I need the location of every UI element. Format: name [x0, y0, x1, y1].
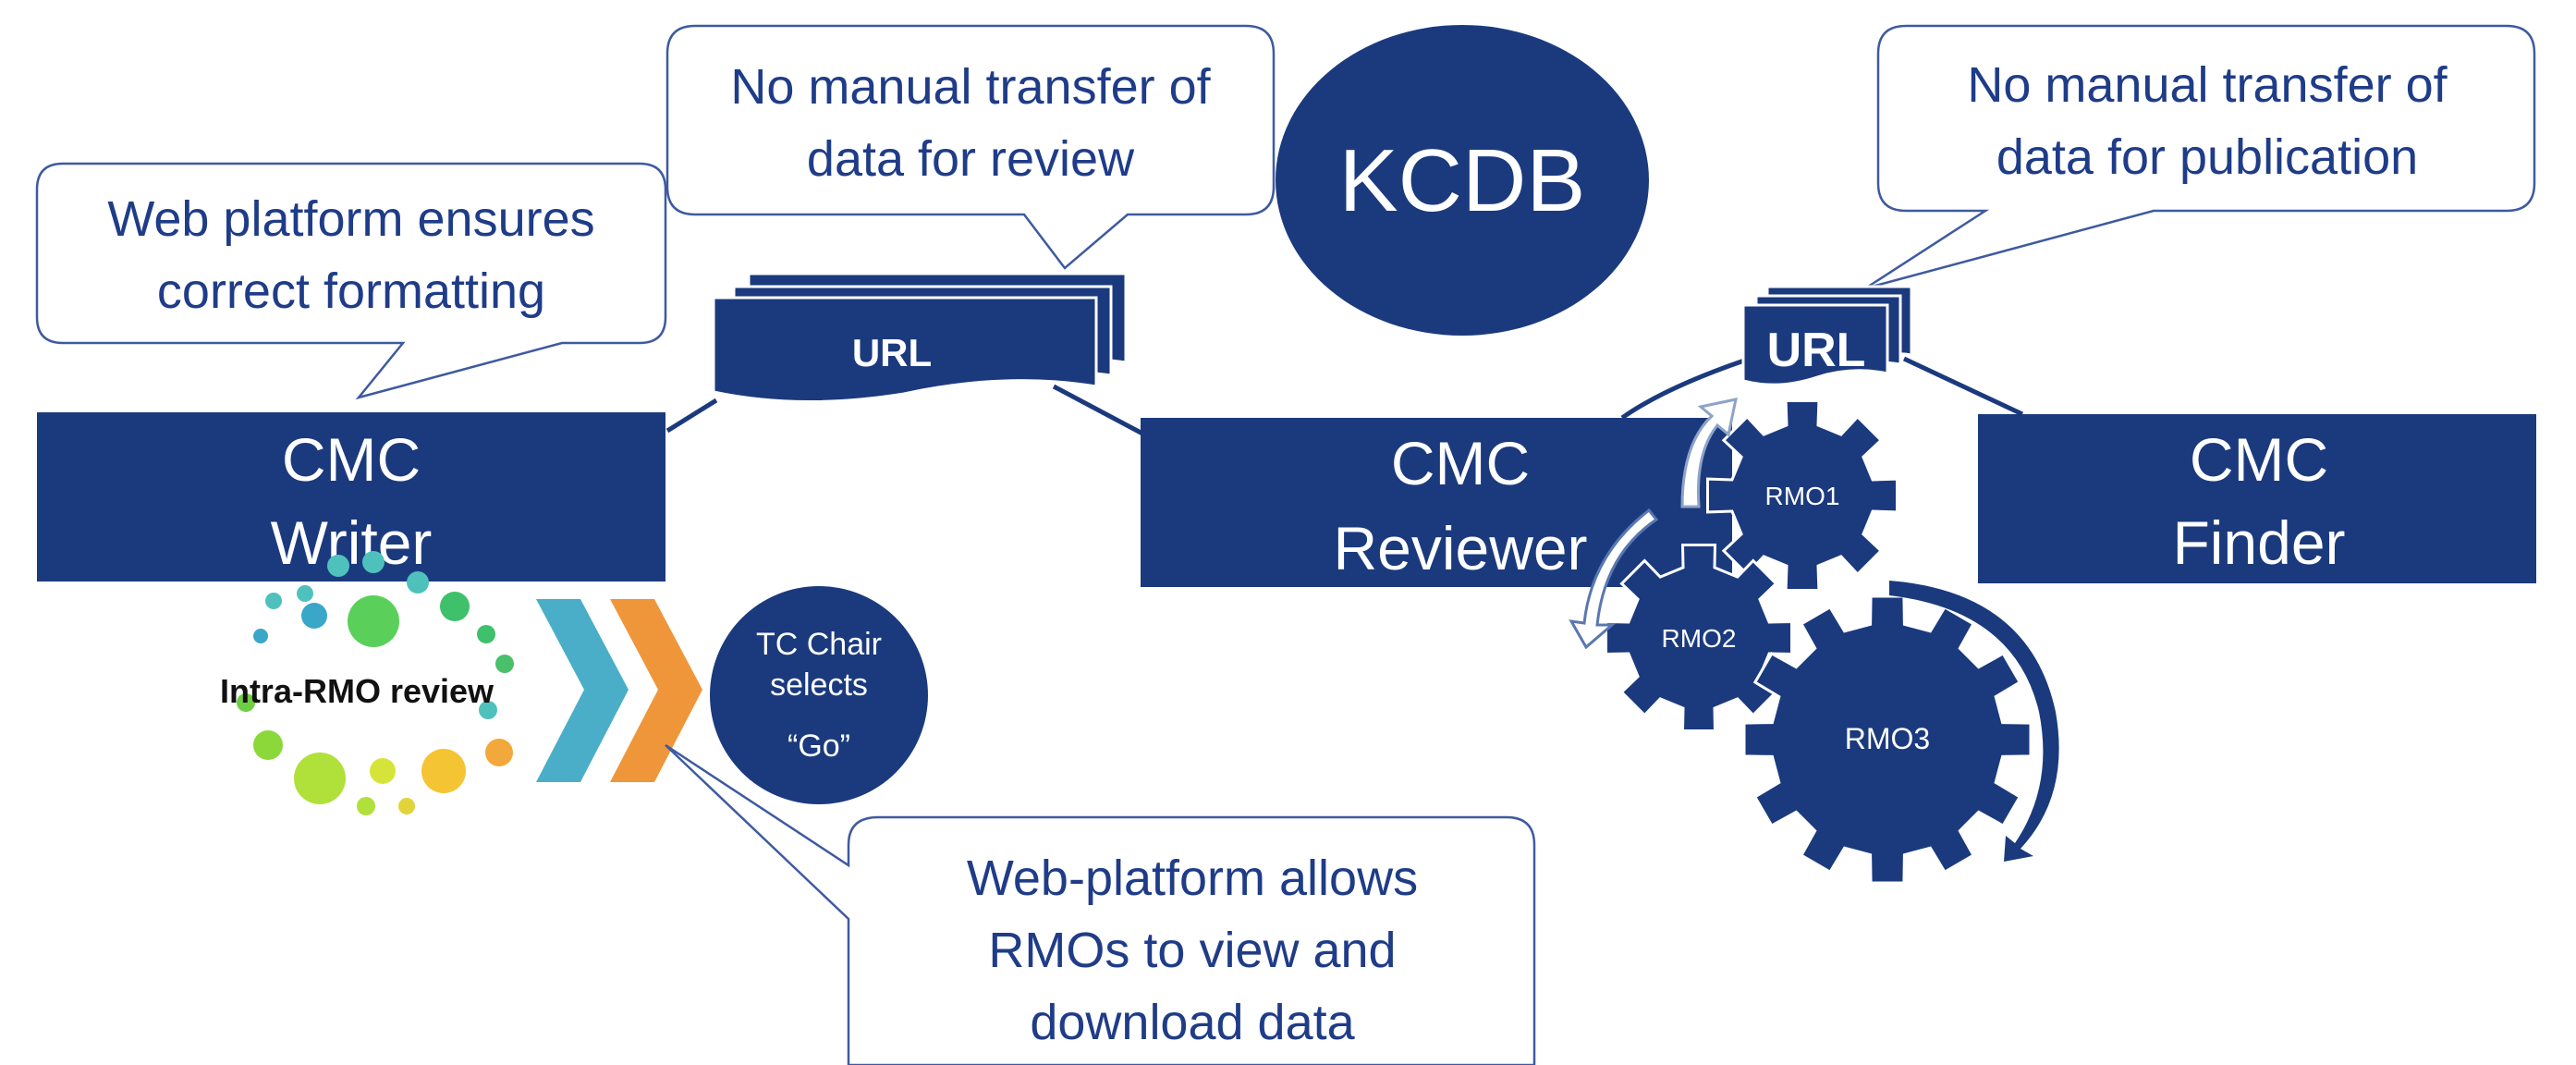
cmc-writer-box: CMC Writer [37, 412, 665, 581]
connector-writer-url [665, 398, 718, 434]
connector-reviewer-url2 [1620, 358, 1745, 421]
intra-rmo-review-label: Intra-RMO review [220, 672, 494, 710]
callout-review-line1: No manual transfer of [730, 59, 1211, 115]
tc-chair-line1: TC Chair [756, 627, 882, 662]
tc-chair-node: TC Chair selects “Go” [710, 586, 928, 804]
callout-rmo-access-line2: RMOs to view and [988, 923, 1396, 978]
kcdb-label: KCDB [1339, 131, 1586, 230]
chevron-orange-icon [610, 599, 702, 782]
rotate-arrow-left-icon [1569, 508, 1659, 650]
tc-chair-line3: “Go” [787, 728, 850, 764]
gear-1-label: RMO1 [1765, 482, 1840, 510]
gear-2-icon [1605, 544, 1793, 732]
url-label-review: URL [852, 331, 932, 374]
cmc-reviewer-line1: CMC [1391, 429, 1530, 497]
chevron-teal-icon [536, 599, 629, 782]
rotate-arrow-light-icon [1680, 398, 1738, 508]
cmc-finder-line2: Finder [2172, 508, 2345, 577]
url-document-stack-review: URL [712, 272, 1128, 404]
callout-formatting: Web platform ensures correct formatting [35, 162, 667, 400]
connector-url2-finder [1902, 356, 2024, 417]
gear-rotation-arrows [1569, 398, 2059, 862]
callout-rmo-access: Web-platform allows RMOs to view and dow… [665, 743, 1536, 1065]
callout-publication-line2: data for publication [1996, 129, 2418, 185]
connector-lines [665, 356, 2024, 437]
cmc-writer-line1: CMC [282, 425, 421, 494]
cmc-finder-line1: CMC [2190, 425, 2328, 494]
url-label-publication: URL [1767, 324, 1866, 377]
cmc-finder-box: CMC Finder [1978, 414, 2536, 583]
callout-review-line2: data for review [807, 131, 1135, 187]
rotate-arrow-large-icon [1889, 581, 2059, 862]
callout-formatting-line2: correct formatting [157, 263, 545, 319]
callout-review-transfer: No manual transfer of data for review [665, 24, 1276, 270]
intra-rmo-review-dots [237, 551, 514, 815]
gear-2-label: RMO2 [1662, 624, 1737, 653]
callout-formatting-line1: Web platform ensures [107, 191, 594, 247]
kcdb-node: KCDB [1276, 25, 1649, 336]
callout-rmo-access-line3: download data [1030, 995, 1355, 1050]
callout-publication-transfer: No manual transfer of data for publicati… [1864, 24, 2536, 290]
process-chevrons [536, 599, 702, 782]
cmc-writer-line2: Writer [271, 508, 433, 577]
url-document-stack-publication: URL [1741, 285, 1913, 386]
cmc-reviewer-line2: Reviewer [1333, 514, 1587, 582]
gear-1-icon [1706, 399, 1898, 592]
tc-chair-line2: selects [770, 667, 868, 703]
gear-3-label: RMO3 [1845, 722, 1930, 755]
callout-publication-line1: No manual transfer of [1967, 57, 2448, 113]
callout-rmo-access-line1: Web-platform allows [967, 851, 1418, 906]
cmc-reviewer-box: CMC Reviewer [1141, 418, 1732, 587]
connector-url-reviewer [1052, 384, 1146, 437]
